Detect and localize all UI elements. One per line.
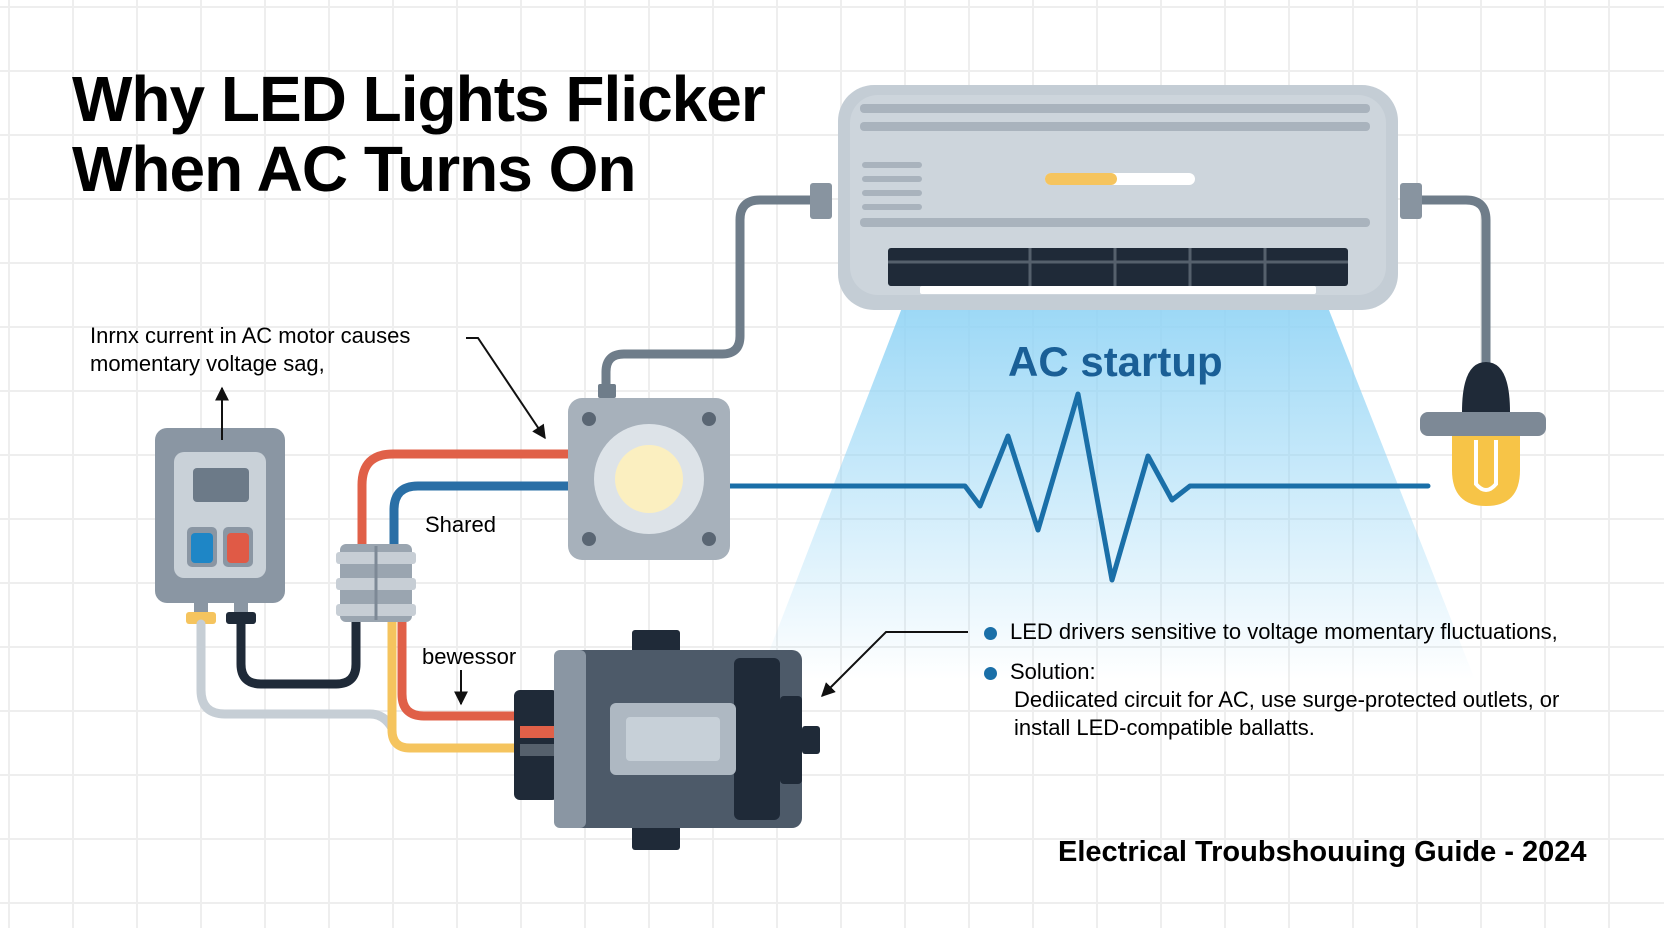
junction-box-icon: [568, 398, 730, 560]
wire-connector-icon: [336, 544, 416, 622]
note-solution: Solution: Dediicated circuit for AC, use…: [984, 658, 1584, 742]
ac-supply-hose: [601, 195, 823, 397]
compressor-motor-icon: [514, 630, 820, 850]
inrush-callout: Inrnx current in AC motor causes momenta…: [90, 322, 410, 378]
wire-blue: [389, 481, 575, 553]
shared-label: Shared: [425, 512, 496, 537]
notes-arrow: [821, 631, 968, 697]
breaker-panel-icon: [155, 428, 285, 624]
callout-line-1: Inrnx current in AC motor causes: [90, 323, 411, 348]
wire-yellow: [387, 615, 525, 753]
wire-red: [357, 449, 575, 553]
callout-arrow: [466, 337, 546, 440]
notes-list: LED drivers sensitive to voltage momenta…: [984, 618, 1584, 754]
note-text: Solution:: [1010, 659, 1096, 684]
note-led-drivers: LED drivers sensitive to voltage momenta…: [984, 618, 1584, 646]
wire-gray: [196, 619, 397, 733]
wire-dark: [236, 613, 361, 689]
compressor-label: bewessor: [422, 644, 517, 669]
footer-caption: Electrical Troubshouuing Guide - 2024: [1058, 836, 1587, 868]
air-conditioner-icon: [838, 85, 1398, 310]
note-text: LED drivers sensitive to voltage momenta…: [1010, 619, 1558, 644]
hose-fitting: [598, 384, 616, 398]
bulb-cable: [1405, 195, 1491, 377]
note-detail: Dediicated circuit for AC, use surge-pro…: [1014, 687, 1560, 740]
voltage-waveform: [723, 391, 1431, 583]
ac-startup-label: AC startup: [1008, 338, 1223, 385]
wire-red-lower: [397, 615, 525, 721]
airflow-cone: [758, 300, 1475, 680]
hose-fitting: [810, 183, 832, 219]
led-bulb-icon: [1420, 362, 1546, 506]
callout-line-2: momentary voltage sag,: [90, 351, 325, 376]
cable-fitting: [1400, 183, 1422, 219]
title-line-1: Why LED Lights Flicker: [72, 63, 766, 135]
page-title: Why LED Lights Flicker When AC Turns On: [72, 63, 766, 205]
title-line-2: When AC Turns On: [72, 133, 636, 205]
